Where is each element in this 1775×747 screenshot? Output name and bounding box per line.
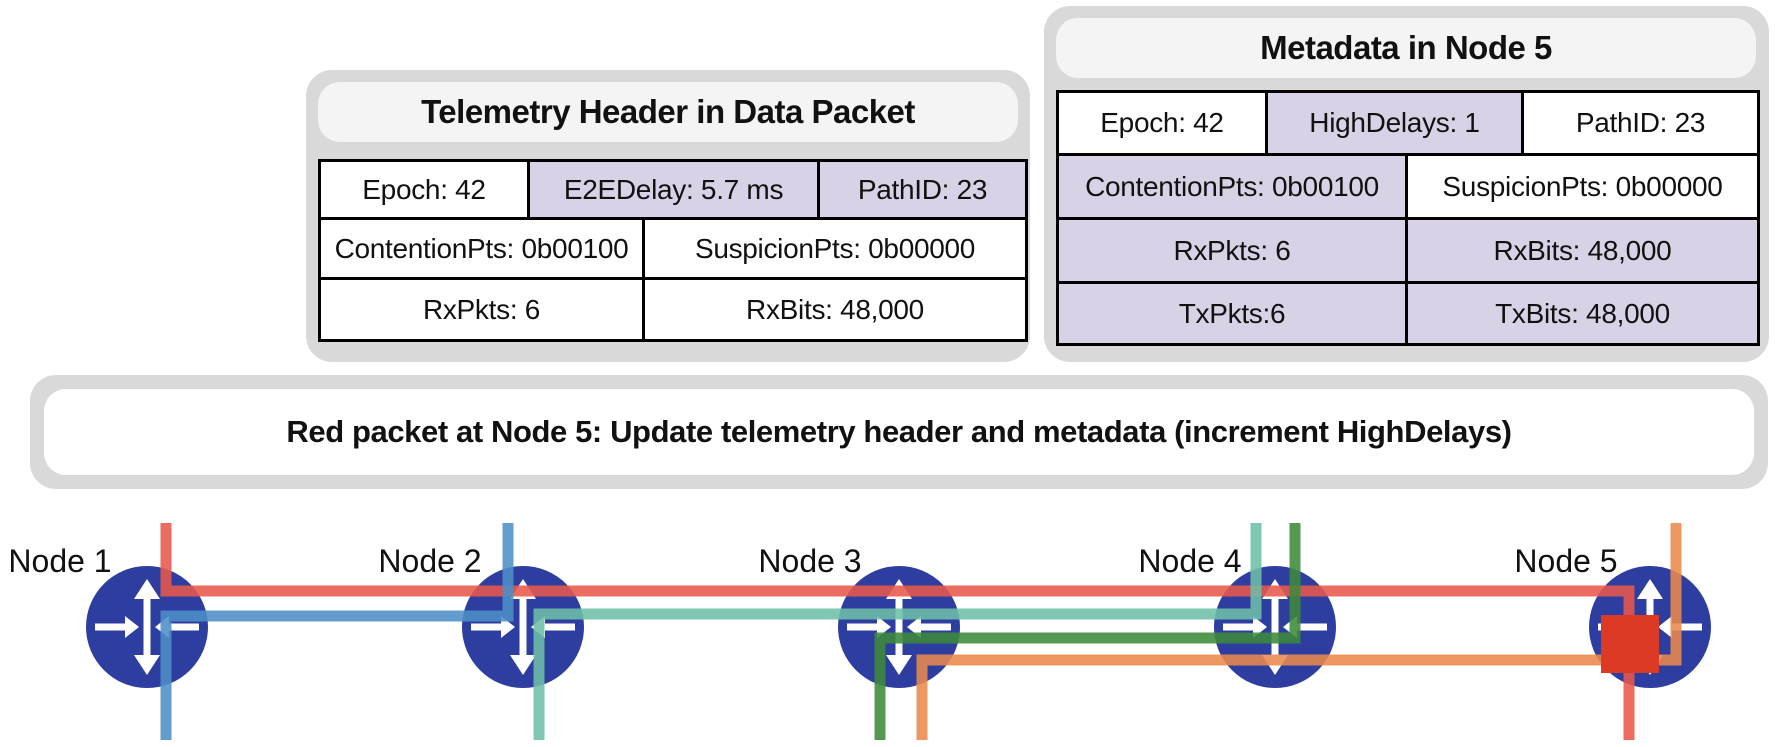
header-epoch: Epoch: 42 [318, 159, 530, 220]
arrow-up-icon [134, 579, 160, 599]
node-label-4: Node 4 [1138, 543, 1241, 579]
header-rx-pkts: RxPkts: 6 [318, 277, 645, 342]
meta-rx-bits: RxBits: 48,000 [1405, 217, 1760, 284]
arrow-down-icon [134, 655, 160, 675]
telemetry-header-table: Epoch: 42 E2EDelay: 5.7 ms PathID: 23 Co… [318, 159, 1029, 342]
node5-metadata-panel: Metadata in Node 5 Epoch: 42 HighDelays:… [1044, 6, 1769, 362]
meta-tx-pkts: TxPkts:6 [1056, 281, 1408, 346]
node5-metadata-title: Metadata in Node 5 [1056, 18, 1756, 78]
meta-path-id: PathID: 23 [1521, 90, 1760, 156]
teal-flow [533, 523, 1262, 740]
arrow-down-icon [510, 655, 536, 675]
green-flow [874, 523, 1301, 740]
router-node-4 [1214, 566, 1336, 688]
telemetry-header-title: Telemetry Header in Data Packet [318, 82, 1018, 142]
meta-epoch: Epoch: 42 [1056, 90, 1268, 156]
router-node-1 [86, 566, 208, 688]
header-suspicion-pts: SuspicionPts: 0b00000 [641, 217, 1029, 280]
header-rx-bits: RxBits: 48,000 [641, 277, 1029, 342]
arrow-left-icon [1658, 616, 1672, 638]
node5-metadata-table: Epoch: 42 HighDelays: 1 PathID: 23 Conte… [1056, 90, 1760, 346]
header-path-id: PathID: 23 [817, 159, 1029, 220]
node-label-3: Node 3 [758, 543, 861, 579]
orange-flow [916, 523, 1682, 740]
router-node-2 [462, 566, 584, 688]
banner-text: Red packet at Node 5: Update telemetry h… [286, 414, 1512, 449]
telemetry-header-panel: Telemetry Header in Data Packet Epoch: 4… [306, 70, 1030, 362]
banner-panel: Red packet at Node 5: Update telemetry h… [30, 375, 1768, 489]
meta-rx-pkts: RxPkts: 6 [1056, 217, 1408, 284]
arrow-down-icon [886, 655, 912, 675]
node-label-2: Node 2 [378, 543, 481, 579]
meta-tx-bits: TxBits: 48,000 [1405, 281, 1760, 346]
header-contention-pts: ContentionPts: 0b00100 [318, 217, 645, 280]
node-label-1: Node 1 [8, 543, 111, 579]
router-node-3 [838, 566, 960, 688]
arrow-up-icon [1637, 579, 1663, 599]
arrow-right-icon [125, 616, 139, 638]
header-e2e-delay: E2EDelay: 5.7 ms [526, 159, 821, 220]
node-label-5: Node 5 [1514, 543, 1617, 579]
meta-suspicion-pts: SuspicionPts: 0b00000 [1405, 153, 1760, 220]
meta-contention-pts: ContentionPts: 0b00100 [1056, 153, 1408, 220]
blue-flow [160, 523, 514, 740]
banner-inner: Red packet at Node 5: Update telemetry h… [44, 389, 1754, 475]
red-packet-marker [1601, 615, 1659, 673]
meta-high-delays: HighDelays: 1 [1265, 90, 1524, 156]
